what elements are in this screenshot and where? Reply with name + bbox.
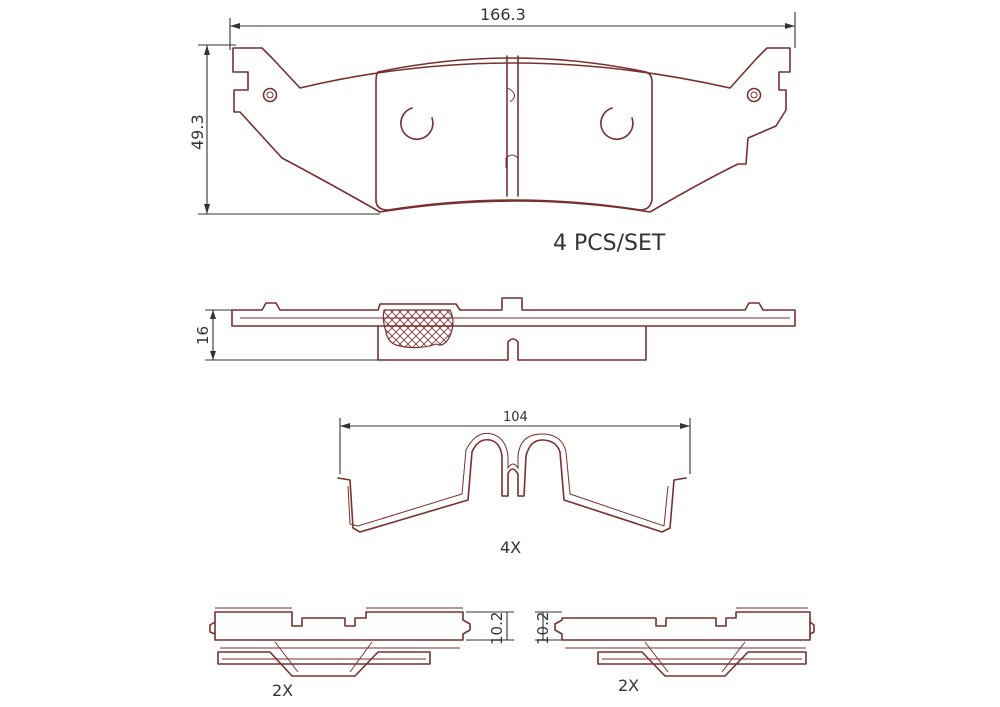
dimension-shim-a-height: 10.2 xyxy=(466,611,514,645)
pcs-set-label: 4 PCS/SET xyxy=(553,231,666,256)
wear-indicator-right xyxy=(600,107,634,141)
shim-b-qty-label: 2X xyxy=(618,676,639,695)
dimension-pad-thickness: 16 xyxy=(194,309,378,361)
shim-a-upper-outline xyxy=(214,611,471,641)
shim-b-upper-outline xyxy=(554,611,811,641)
pad-front-view xyxy=(232,47,791,213)
shim-b xyxy=(554,607,815,677)
section-hatch xyxy=(382,309,454,349)
shim-a-qty-label: 2X xyxy=(272,681,293,700)
dimension-pad-length: 166.3 xyxy=(229,5,796,50)
mounting-hole-right xyxy=(746,87,762,103)
shim-a-left-tab xyxy=(209,621,216,635)
side-backing-plate xyxy=(231,297,796,327)
side-friction-material xyxy=(377,325,647,361)
shim-b-right-tab xyxy=(809,621,815,635)
clip-width-label: 104 xyxy=(503,410,528,425)
slot-detail-lower xyxy=(505,154,519,168)
shim-a xyxy=(209,607,471,677)
mounting-hole-right-inner xyxy=(750,91,758,99)
shim-b-lower-outline xyxy=(597,651,807,677)
dimension-clip-width: 104 xyxy=(339,410,691,474)
mounting-hole-left xyxy=(262,87,278,103)
clip-qty-label: 4X xyxy=(500,538,521,557)
shim-a-lower-outline xyxy=(217,651,431,677)
backing-plate-outline xyxy=(232,47,791,213)
dimension-pad-height: 49.3 xyxy=(188,44,380,215)
pad-length-label: 166.3 xyxy=(480,5,526,24)
wear-indicator-left xyxy=(400,107,434,141)
pad-side-view xyxy=(231,297,796,361)
mounting-hole-left-inner xyxy=(266,91,274,99)
shim-a-height-label: 10.2 xyxy=(488,612,506,645)
clip-outline xyxy=(337,438,687,533)
pad-thickness-label: 16 xyxy=(194,326,212,345)
shim-b-height-label: 10.2 xyxy=(534,612,552,645)
anti-rattle-clip xyxy=(337,432,687,533)
dimension-shim-b-height: 10.2 xyxy=(534,611,562,645)
slot-detail-upper xyxy=(507,87,515,103)
pad-height-label: 49.3 xyxy=(188,114,207,150)
friction-material-outline xyxy=(375,57,653,211)
